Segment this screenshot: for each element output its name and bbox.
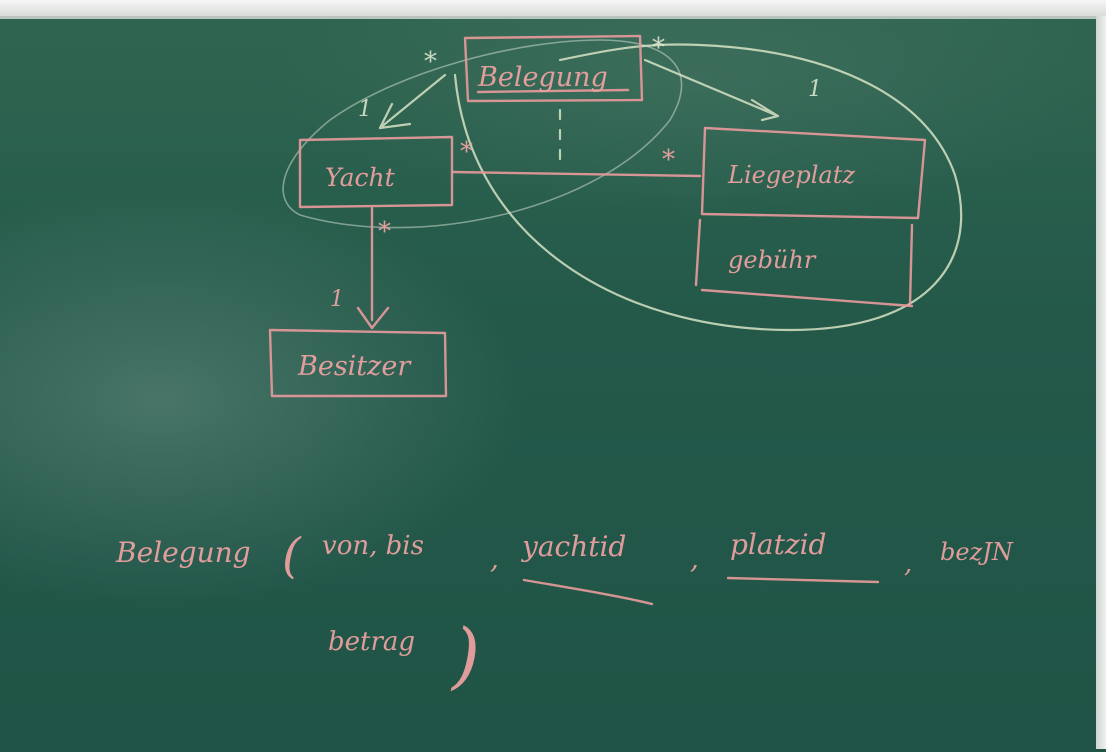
formula-key-platzid: platzid	[730, 528, 826, 561]
multiplicity-yacht-to-belegung: 1	[358, 97, 372, 122]
arrow-belegung-liegeplatz	[643, 58, 780, 122]
formula-open-paren: (	[282, 528, 302, 584]
multiplicity-belegung-liegeplatz-top: *	[652, 33, 665, 63]
underline-yachtid	[522, 578, 654, 606]
formula-close-paren: )	[450, 613, 480, 697]
multiplicity-belegung-yacht-top: *	[424, 47, 437, 77]
formula-comma-1: ,	[490, 542, 499, 575]
underline-platzid	[726, 576, 880, 584]
entity-yacht: Yacht	[298, 135, 454, 209]
entity-besitzer: Besitzer	[268, 328, 448, 398]
board-frame-right	[1096, 16, 1106, 749]
formula-attrs: von, bis	[322, 531, 424, 561]
entity-belegung: Belegung	[463, 34, 644, 103]
multiplicity-besitzer-end: 1	[330, 287, 344, 312]
attribute-gebuehr-label: gebühr	[728, 246, 817, 274]
entity-liegeplatz-label: Liegeplatz	[727, 161, 855, 189]
multiplicity-liegeplatz-to-belegung: 1	[808, 77, 822, 102]
chalk-ellipse-large	[453, 43, 963, 332]
entity-besitzer-label: Besitzer	[297, 351, 412, 382]
entity-yacht-label: Yacht	[325, 163, 396, 192]
entity-belegung-label: Belegung	[477, 62, 608, 93]
formula-comma-2: ,	[690, 542, 699, 575]
association-yacht-liegeplatz	[451, 170, 702, 178]
multiplicity-liegeplatz-side: *	[662, 145, 675, 175]
multiplicity-yacht-besitzer-top: *	[378, 217, 391, 247]
chalk-ellipse-small	[282, 39, 683, 229]
arrow-belegung-yacht	[378, 73, 447, 130]
board-frame-top	[0, 0, 1106, 16]
association-yacht-besitzer	[356, 206, 390, 330]
formula-attr-bezjn: bezJN	[940, 538, 1014, 566]
formula-attr-betrag: betrag	[328, 627, 415, 657]
multiplicity-yacht-side: *	[460, 137, 473, 167]
chalkboard	[0, 16, 1106, 752]
attribute-gebuehr: gebühr	[694, 218, 914, 308]
formula-relation: Belegung	[115, 536, 251, 569]
formula-key-yachtid: yachtid	[520, 530, 626, 563]
formula-comma-3: ,	[904, 549, 912, 579]
entity-liegeplatz: Liegeplatz	[700, 126, 927, 220]
relational-schema: Belegung ( von, bis , yachtid , platzid …	[115, 528, 1014, 697]
